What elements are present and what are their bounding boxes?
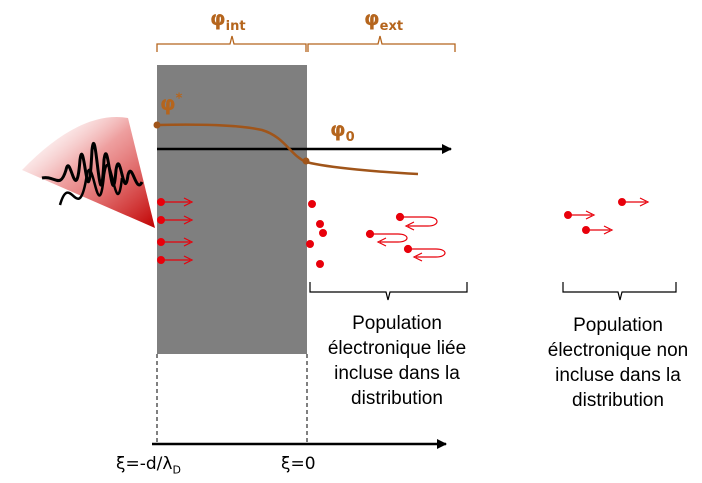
brace-phi-ext xyxy=(307,35,456,52)
phi-star-label: φ* xyxy=(160,91,182,115)
phi-star-point xyxy=(153,121,161,129)
phi-int-label: φint xyxy=(210,6,246,34)
return-loop xyxy=(411,248,446,258)
returning-electrons xyxy=(365,212,446,262)
free-electrons xyxy=(564,197,650,235)
electron-dot xyxy=(157,216,165,224)
phi-ext-sub: ext xyxy=(379,19,404,34)
phi0-base: φ xyxy=(330,117,346,141)
phi-int-sub: int xyxy=(225,19,246,34)
brace-phi-int xyxy=(156,35,307,52)
electron-arrowhead xyxy=(183,215,194,225)
electron-dot xyxy=(316,220,324,228)
electron-arrowhead xyxy=(183,197,194,207)
phi-ext-base: φ xyxy=(364,6,380,30)
return-arrowhead xyxy=(404,221,415,231)
electron-dot xyxy=(308,200,316,208)
brace-free-population xyxy=(562,282,677,301)
electron-dot xyxy=(395,212,405,222)
phi0-sub: 0 xyxy=(345,130,355,145)
electron-dot xyxy=(618,198,626,206)
return-loop xyxy=(373,233,408,243)
potential-curve xyxy=(156,123,419,176)
electron-dot xyxy=(316,260,324,268)
laser-pulse-icon-2 xyxy=(58,163,124,206)
electron-arrowhead xyxy=(585,210,596,220)
bound-electrons xyxy=(306,200,327,268)
free-population-label: Population électronique non incluse dans… xyxy=(547,315,689,411)
electron-dot xyxy=(582,226,590,234)
phi-star-sup: * xyxy=(175,91,183,107)
xi-left-prefix: ξ=-d/λ xyxy=(116,454,173,474)
electron-arrowhead xyxy=(603,225,614,235)
return-loop xyxy=(403,216,438,227)
return-arrowhead xyxy=(376,237,387,247)
brace-bound-population xyxy=(309,282,468,301)
electron-dot xyxy=(403,244,413,254)
electron-dot xyxy=(365,229,375,239)
material-slab xyxy=(157,65,307,354)
electron-dot xyxy=(157,238,165,246)
return-arrowhead xyxy=(412,252,423,262)
electron-arrowhead xyxy=(639,197,650,207)
electron-arrowhead xyxy=(183,237,194,247)
phi-star-base: φ xyxy=(160,91,176,115)
surface-point xyxy=(302,157,310,165)
phi-ext-label: φext xyxy=(364,6,403,34)
bound-population-label: Population électronique liée incluse dan… xyxy=(327,313,467,409)
phi-int-base: φ xyxy=(210,6,226,30)
phi0-label: φ0 xyxy=(330,117,355,145)
electron-dot xyxy=(157,256,165,264)
electron-dot xyxy=(306,240,314,248)
inner-electrons xyxy=(157,197,194,265)
xi-left-label: ξ=-d/λD xyxy=(116,454,181,476)
electron-arrowhead xyxy=(183,255,194,265)
electron-dot xyxy=(564,211,572,219)
electron-dot xyxy=(157,198,165,206)
xi-left-sub: D xyxy=(172,463,181,477)
xi-zero-label: ξ=0 xyxy=(281,454,316,474)
electron-dot xyxy=(319,229,327,237)
